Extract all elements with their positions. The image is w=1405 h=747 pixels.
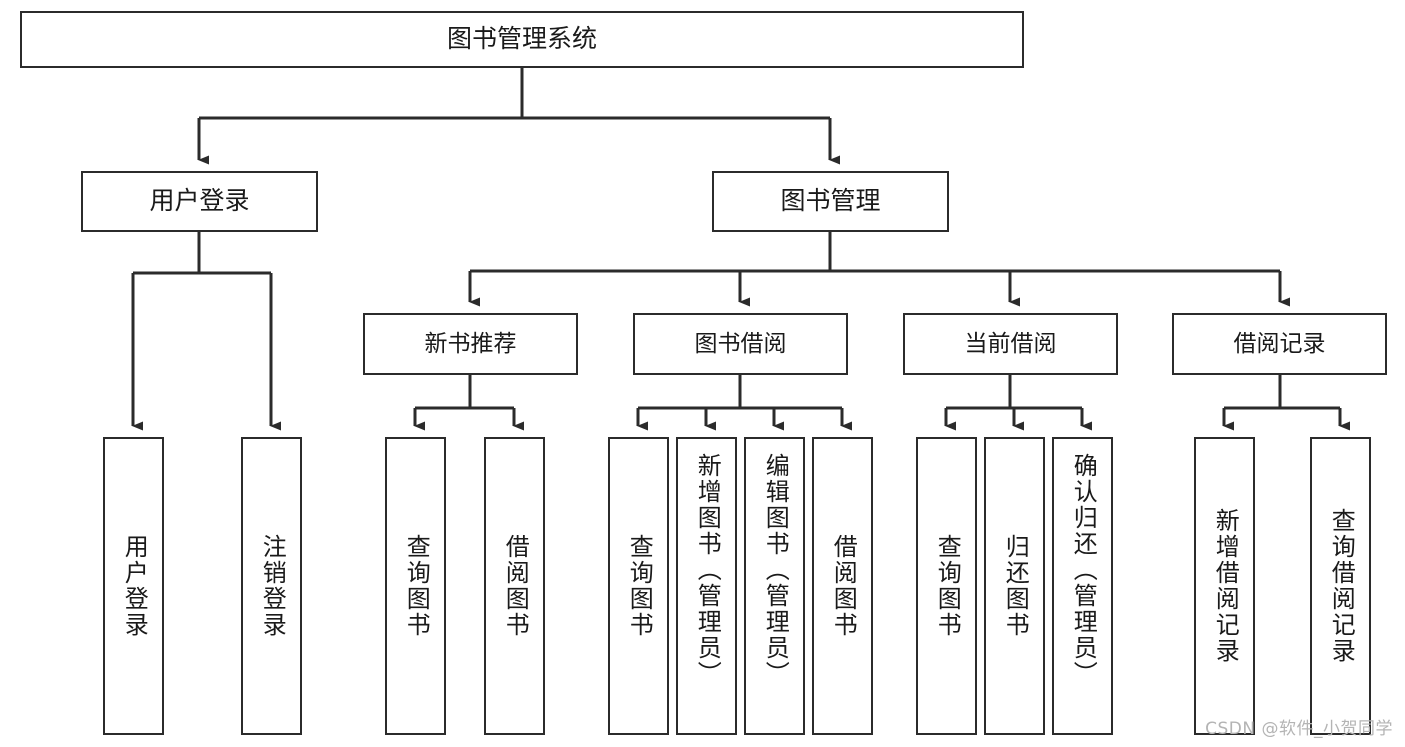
- leaf-logout[interactable]: 注销登录: [241, 437, 302, 735]
- node-label: 归还图书: [1001, 534, 1030, 638]
- leaf-lend-book[interactable]: 借阅图书: [812, 437, 873, 735]
- node-label: 图书借阅: [694, 330, 787, 357]
- node-label: 查询图书: [625, 534, 654, 638]
- node-label: 当前借阅: [964, 330, 1057, 357]
- node-label: 注销登录: [258, 534, 287, 638]
- node-new-book-recommend[interactable]: 新书推荐: [363, 313, 578, 375]
- leaf-query-books-borrow[interactable]: 查询图书: [608, 437, 669, 735]
- node-system-root[interactable]: 图书管理系统: [20, 11, 1024, 68]
- leaf-borrow-books-new[interactable]: 借阅图书: [484, 437, 545, 735]
- node-label: 借阅图书: [829, 534, 858, 638]
- leaf-edit-book-admin[interactable]: 编辑图书（管理员）: [744, 437, 805, 735]
- leaf-user-login[interactable]: 用户登录: [103, 437, 164, 735]
- leaf-query-books-new[interactable]: 查询图书: [385, 437, 446, 735]
- node-book-management[interactable]: 图书管理: [712, 171, 949, 232]
- node-label: 确认归还（管理员）: [1069, 453, 1098, 687]
- leaf-query-books-current[interactable]: 查询图书: [916, 437, 977, 735]
- node-label: 借阅图书: [501, 534, 530, 638]
- leaf-return-book[interactable]: 归还图书: [984, 437, 1045, 735]
- node-label: 查询图书: [933, 534, 962, 638]
- node-label: 图书管理: [780, 186, 881, 216]
- node-label: 新增图书（管理员）: [693, 453, 722, 687]
- node-label: 新书推荐: [424, 330, 517, 357]
- node-label: 新增借阅记录: [1211, 508, 1240, 664]
- csdn-watermark: CSDN @软件_小贺同学: [1205, 719, 1393, 739]
- node-borrow-records[interactable]: 借阅记录: [1172, 313, 1387, 375]
- leaf-confirm-return-admin[interactable]: 确认归还（管理员）: [1052, 437, 1113, 735]
- node-label: 借阅记录: [1233, 330, 1326, 357]
- node-current-borrow[interactable]: 当前借阅: [903, 313, 1118, 375]
- node-label: 用户登录: [120, 534, 149, 638]
- node-user-login[interactable]: 用户登录: [81, 171, 318, 232]
- node-label: 查询图书: [402, 534, 431, 638]
- node-label: 编辑图书（管理员）: [761, 453, 790, 687]
- leaf-add-borrow-record[interactable]: 新增借阅记录: [1194, 437, 1255, 735]
- leaf-query-borrow-record[interactable]: 查询借阅记录: [1310, 437, 1371, 735]
- node-label: 图书管理系统: [446, 24, 597, 54]
- leaf-add-book-admin[interactable]: 新增图书（管理员）: [676, 437, 737, 735]
- node-book-borrow[interactable]: 图书借阅: [633, 313, 848, 375]
- node-label: 查询借阅记录: [1327, 508, 1356, 664]
- node-label: 用户登录: [149, 186, 250, 216]
